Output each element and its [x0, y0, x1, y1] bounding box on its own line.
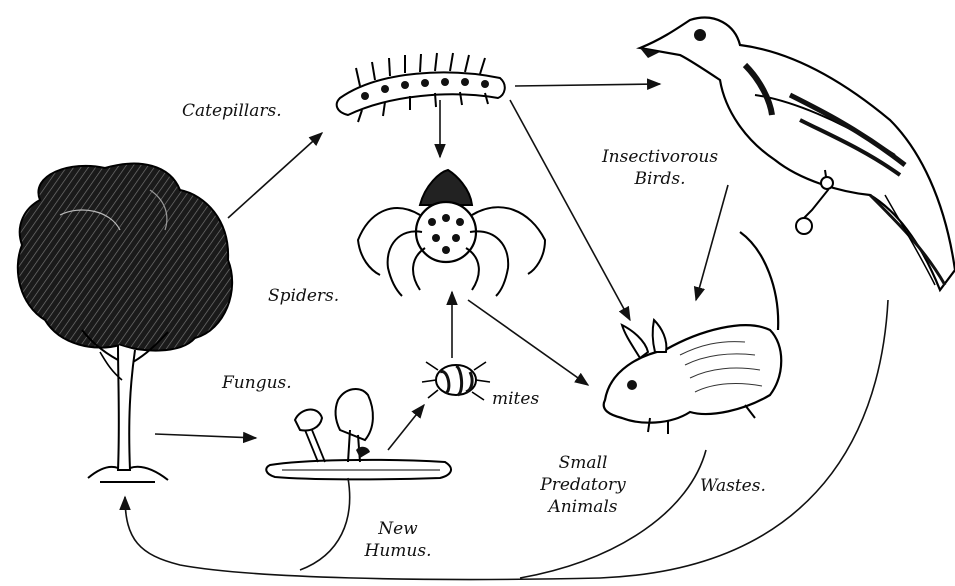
caterpillar-illustration [337, 53, 505, 122]
label-insectivorous-line-1: Insectivorous [575, 146, 745, 168]
arrow-bird-to-small-animal [696, 185, 728, 300]
label-wastes: Wastes. [700, 475, 766, 497]
label-fungus: Fungus. [222, 372, 292, 394]
label-humus-line-1: New [348, 518, 448, 540]
fungus-illustration [266, 389, 451, 479]
label-caterpillars: Catepillars. [182, 100, 282, 122]
small-predatory-animal-illustration [604, 232, 782, 434]
label-humus-line-2: Humus. [348, 540, 448, 562]
label-small-predatory-animals: Small Predatory Animals [518, 452, 648, 518]
label-spiders: Spiders. [268, 285, 339, 307]
mite-illustration [422, 362, 490, 400]
arrow-spider-to-small-animal [468, 300, 588, 385]
label-small-line-2: Predatory [518, 474, 648, 496]
label-insectivorous-line-2: Birds. [575, 168, 745, 190]
label-insectivorous-birds: Insectivorous Birds. [575, 146, 745, 190]
label-mites: mites [492, 388, 539, 410]
spider-illustration [358, 170, 545, 296]
arrow-fungus-to-mites [388, 405, 424, 450]
tree-illustration [18, 164, 232, 482]
arrow-tree-to-fungus [155, 434, 256, 438]
arrow-caterpillar-to-small-animal [510, 100, 630, 320]
label-new-humus: New Humus. [348, 518, 448, 562]
label-small-line-1: Small [518, 452, 648, 474]
arrow-caterpillar-to-bird [515, 84, 660, 86]
arrow-tree-to-caterpillar [228, 133, 322, 218]
label-small-line-3: Animals [518, 496, 648, 518]
